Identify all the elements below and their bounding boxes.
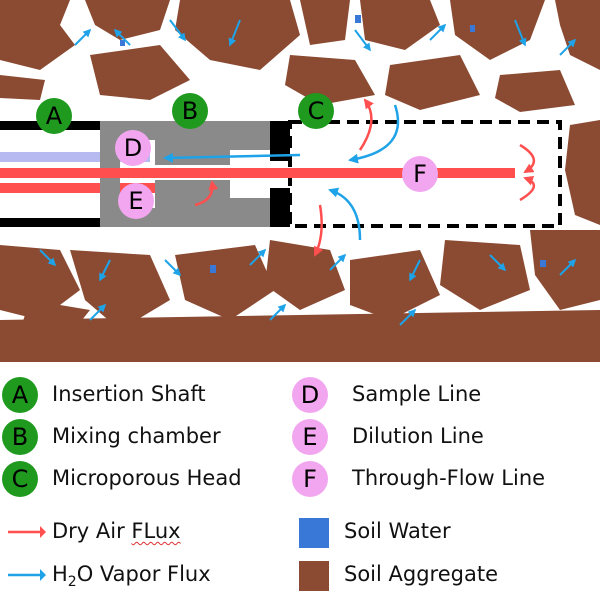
vapor-text-sub: 2 (67, 574, 77, 591)
legend-e-text: Dilution Line (352, 424, 484, 448)
vapor-flux-arrow-icon (8, 569, 46, 581)
label-e-marker: E (118, 183, 154, 219)
legend-d-text: Sample Line (352, 382, 482, 406)
label-c-marker: C (298, 93, 334, 129)
dry-air-text-before: Dry Air (52, 519, 132, 543)
legend-b-marker: B (2, 419, 38, 455)
label-a-marker: A (36, 98, 72, 134)
sample-line-tube (0, 152, 150, 162)
vapor-text-post: O Vapor Flux (76, 562, 211, 586)
soil-water-legend-text: Soil Water (344, 519, 451, 543)
mixing-chamber (100, 121, 270, 227)
soil-aggregate-legend-text: Soil Aggregate (344, 562, 498, 586)
soil-water-patches (120, 15, 546, 273)
dry-air-arrow-icon (8, 526, 46, 538)
vapor-text-pre: H (52, 562, 68, 586)
legend-a-marker: A (2, 377, 38, 413)
dry-air-text-flagged: FLux (131, 519, 181, 543)
dilution-line-tube (0, 183, 185, 193)
label-f-marker: F (402, 156, 438, 192)
probe-flow-arrows (163, 98, 535, 257)
label-b-marker: B (172, 93, 208, 129)
probe-diagram (0, 0, 600, 362)
legend-c-marker: C (2, 461, 38, 497)
legend-f-marker: F (292, 461, 328, 497)
legend-b-text: Mixing chamber (52, 424, 221, 448)
legend-c-text: Microporous Head (52, 466, 242, 490)
soil-water-swatch (299, 518, 329, 548)
legend-a-text: Insertion Shaft (52, 382, 206, 406)
legend-e-marker: E (292, 419, 328, 455)
soil-aggregates (0, 0, 600, 362)
legend-d-marker: D (292, 377, 328, 413)
dry-air-legend-text: Dry Air FLux (52, 519, 181, 543)
through-flow-tube (0, 168, 515, 178)
label-d-marker: D (115, 130, 151, 166)
legend-f-text: Through-Flow Line (352, 466, 546, 490)
vapor-flux-legend-text: H2O Vapor Flux (52, 562, 211, 590)
soil-vapor-arrows (39, 19, 577, 326)
soil-aggregate-swatch (299, 561, 329, 591)
